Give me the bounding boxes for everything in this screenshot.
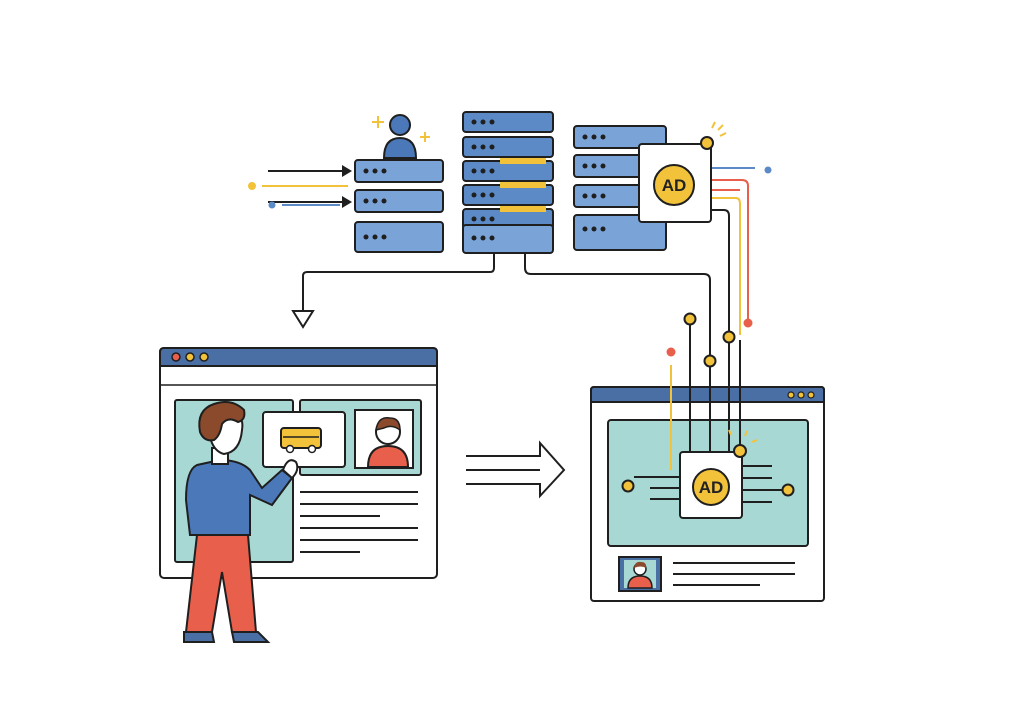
user-server [354,114,444,253]
user-icon [382,114,418,159]
server-rack [354,159,444,253]
input-signals [248,165,352,209]
browser-ad-label: AD [699,478,724,497]
arrow-right-icon [466,440,566,499]
person-figure [183,401,299,643]
connector-lines [291,253,711,452]
ad-signal-lines [712,166,772,344]
sparkle-icon [372,116,430,142]
server-ad-label: AD [662,176,687,195]
avatar-icon [354,409,414,469]
sparkle-icon [728,429,758,443]
van-ad-card [262,411,346,468]
text-lines [673,562,795,586]
server-leds [363,168,387,240]
van-icon [280,427,322,454]
ad-server: AD [573,121,727,251]
avatar-icon [618,556,662,592]
data-server [462,111,554,254]
ad-chip-icon: AD [638,121,727,223]
ad-chip-icon: AD [621,429,795,519]
text-lines [300,491,418,553]
arrow-down-icon [291,310,315,329]
feeder-lines [666,312,741,470]
